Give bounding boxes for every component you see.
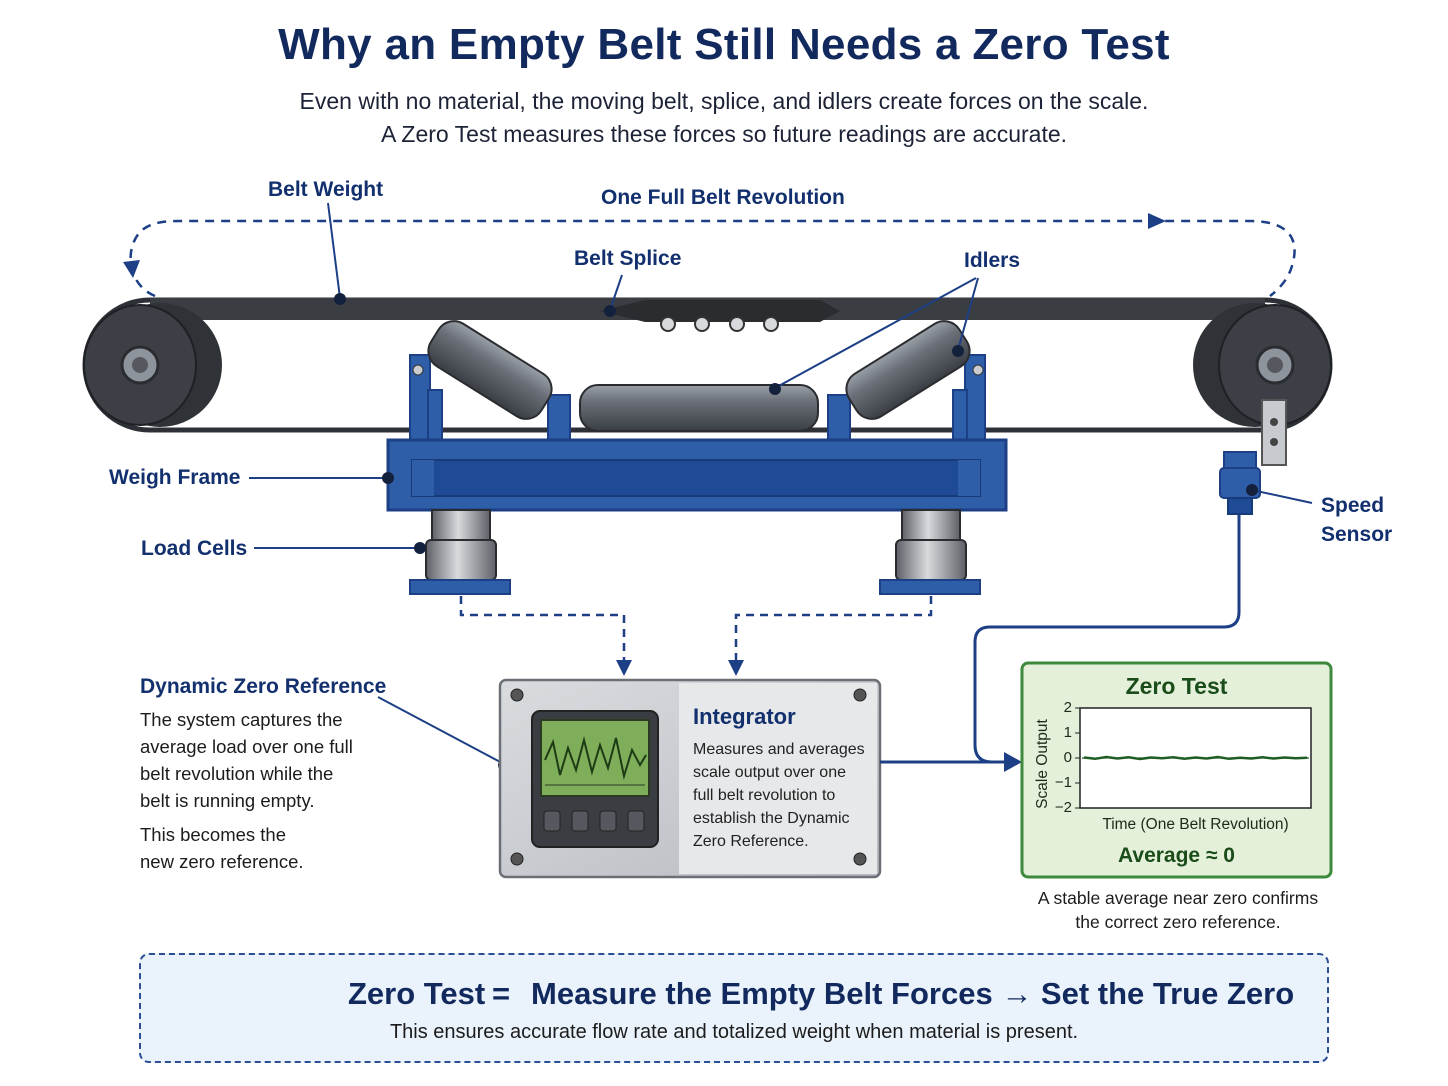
ytick-label: 0: [1063, 749, 1072, 766]
integrator-panel: [498, 678, 882, 879]
tail-pulley: [1193, 303, 1332, 427]
subtitle-line-2: A Zero Test measures these forces so fut…: [380, 121, 1068, 147]
integrator-title: Integrator: [693, 704, 796, 729]
load-cell-right: [879, 509, 981, 595]
load-cell-signal-lines: [459, 596, 933, 676]
caption-line: A stable average near zero confirms: [1037, 888, 1319, 908]
integrator-line: Measures and averages: [693, 741, 865, 758]
summary-banner: [139, 953, 1329, 1063]
speed-sensor-label-line-2: Sensor: [1321, 523, 1393, 546]
banner-equals: =: [492, 976, 511, 1011]
zero-test-title: Zero Test: [1125, 673, 1228, 699]
ytick-label: −2: [1054, 799, 1072, 816]
integrator-line: Zero Reference.: [693, 833, 809, 850]
dynamic-zero-note-line: new zero reference.: [140, 851, 304, 872]
integrator-output-arrow: [880, 752, 1022, 772]
integrator-line: establish the Dynamic: [693, 810, 850, 827]
caption-line: the correct zero reference.: [1075, 912, 1281, 932]
zero-test-caption: A stable average near zero confirms the …: [1000, 886, 1356, 934]
zero-test-average: Average ≈ 0: [1118, 844, 1235, 867]
integrator-description: Measures and averages scale output over …: [693, 738, 873, 853]
load-cell-left: [409, 509, 511, 595]
dynamic-zero-note-line: This becomes the: [140, 824, 287, 845]
banner-subtext: This ensures accurate flow rate and tota…: [389, 1021, 1079, 1043]
dynamic-zero-title: Dynamic Zero Reference: [140, 675, 387, 698]
weigh-frame-label: Weigh Frame: [109, 466, 241, 489]
page-title: Why an Empty Belt Still Needs a Zero Tes…: [278, 20, 1170, 69]
load-cells-label: Load Cells: [141, 537, 248, 560]
dynamic-zero-line: average load over one full: [140, 736, 353, 757]
dynamic-zero-line: The system captures the: [140, 709, 343, 730]
subtitle-line-1: Even with no material, the moving belt, …: [299, 88, 1149, 114]
belt-weight-label: Belt Weight: [268, 178, 384, 201]
idler-brackets: [409, 354, 986, 441]
belt-splice-label: Belt Splice: [574, 247, 682, 270]
banner-equation: Measure the Empty Belt Forces → Set the …: [531, 976, 1295, 1011]
idler-rollers: [412, 320, 984, 432]
zero-test-panel: [1020, 661, 1333, 879]
ytick-label: 2: [1063, 699, 1072, 716]
integrator-line: full belt revolution to: [693, 787, 836, 804]
ytick-label: −1: [1054, 774, 1072, 791]
zero-test-xlabel: Time (One Belt Revolution): [1102, 816, 1289, 833]
belt-splice-bolts: [660, 316, 779, 332]
dynamic-zero-description: The system captures the average load ove…: [140, 706, 380, 814]
revolution-arrow-icon: [123, 213, 1296, 298]
speed-sensor-label-line-1: Speed: [1321, 494, 1385, 517]
leader-lines: [249, 202, 1313, 771]
dynamic-zero-line: belt revolution while the: [140, 763, 334, 784]
y-axis-ticks: [1075, 707, 1080, 809]
idlers-label: Idlers: [964, 249, 1021, 272]
one-revolution-label: One Full Belt Revolution: [601, 186, 845, 209]
integrator-line: scale output over one: [693, 764, 846, 781]
banner-zero-test: Zero Test: [348, 976, 486, 1011]
head-pulley: [83, 303, 222, 427]
dynamic-zero-note: This becomes the new zero reference.: [140, 821, 380, 875]
weigh-frame: [386, 438, 1008, 512]
dynamic-zero-line: belt is running empty.: [140, 790, 315, 811]
ytick-label: 1: [1063, 724, 1072, 741]
